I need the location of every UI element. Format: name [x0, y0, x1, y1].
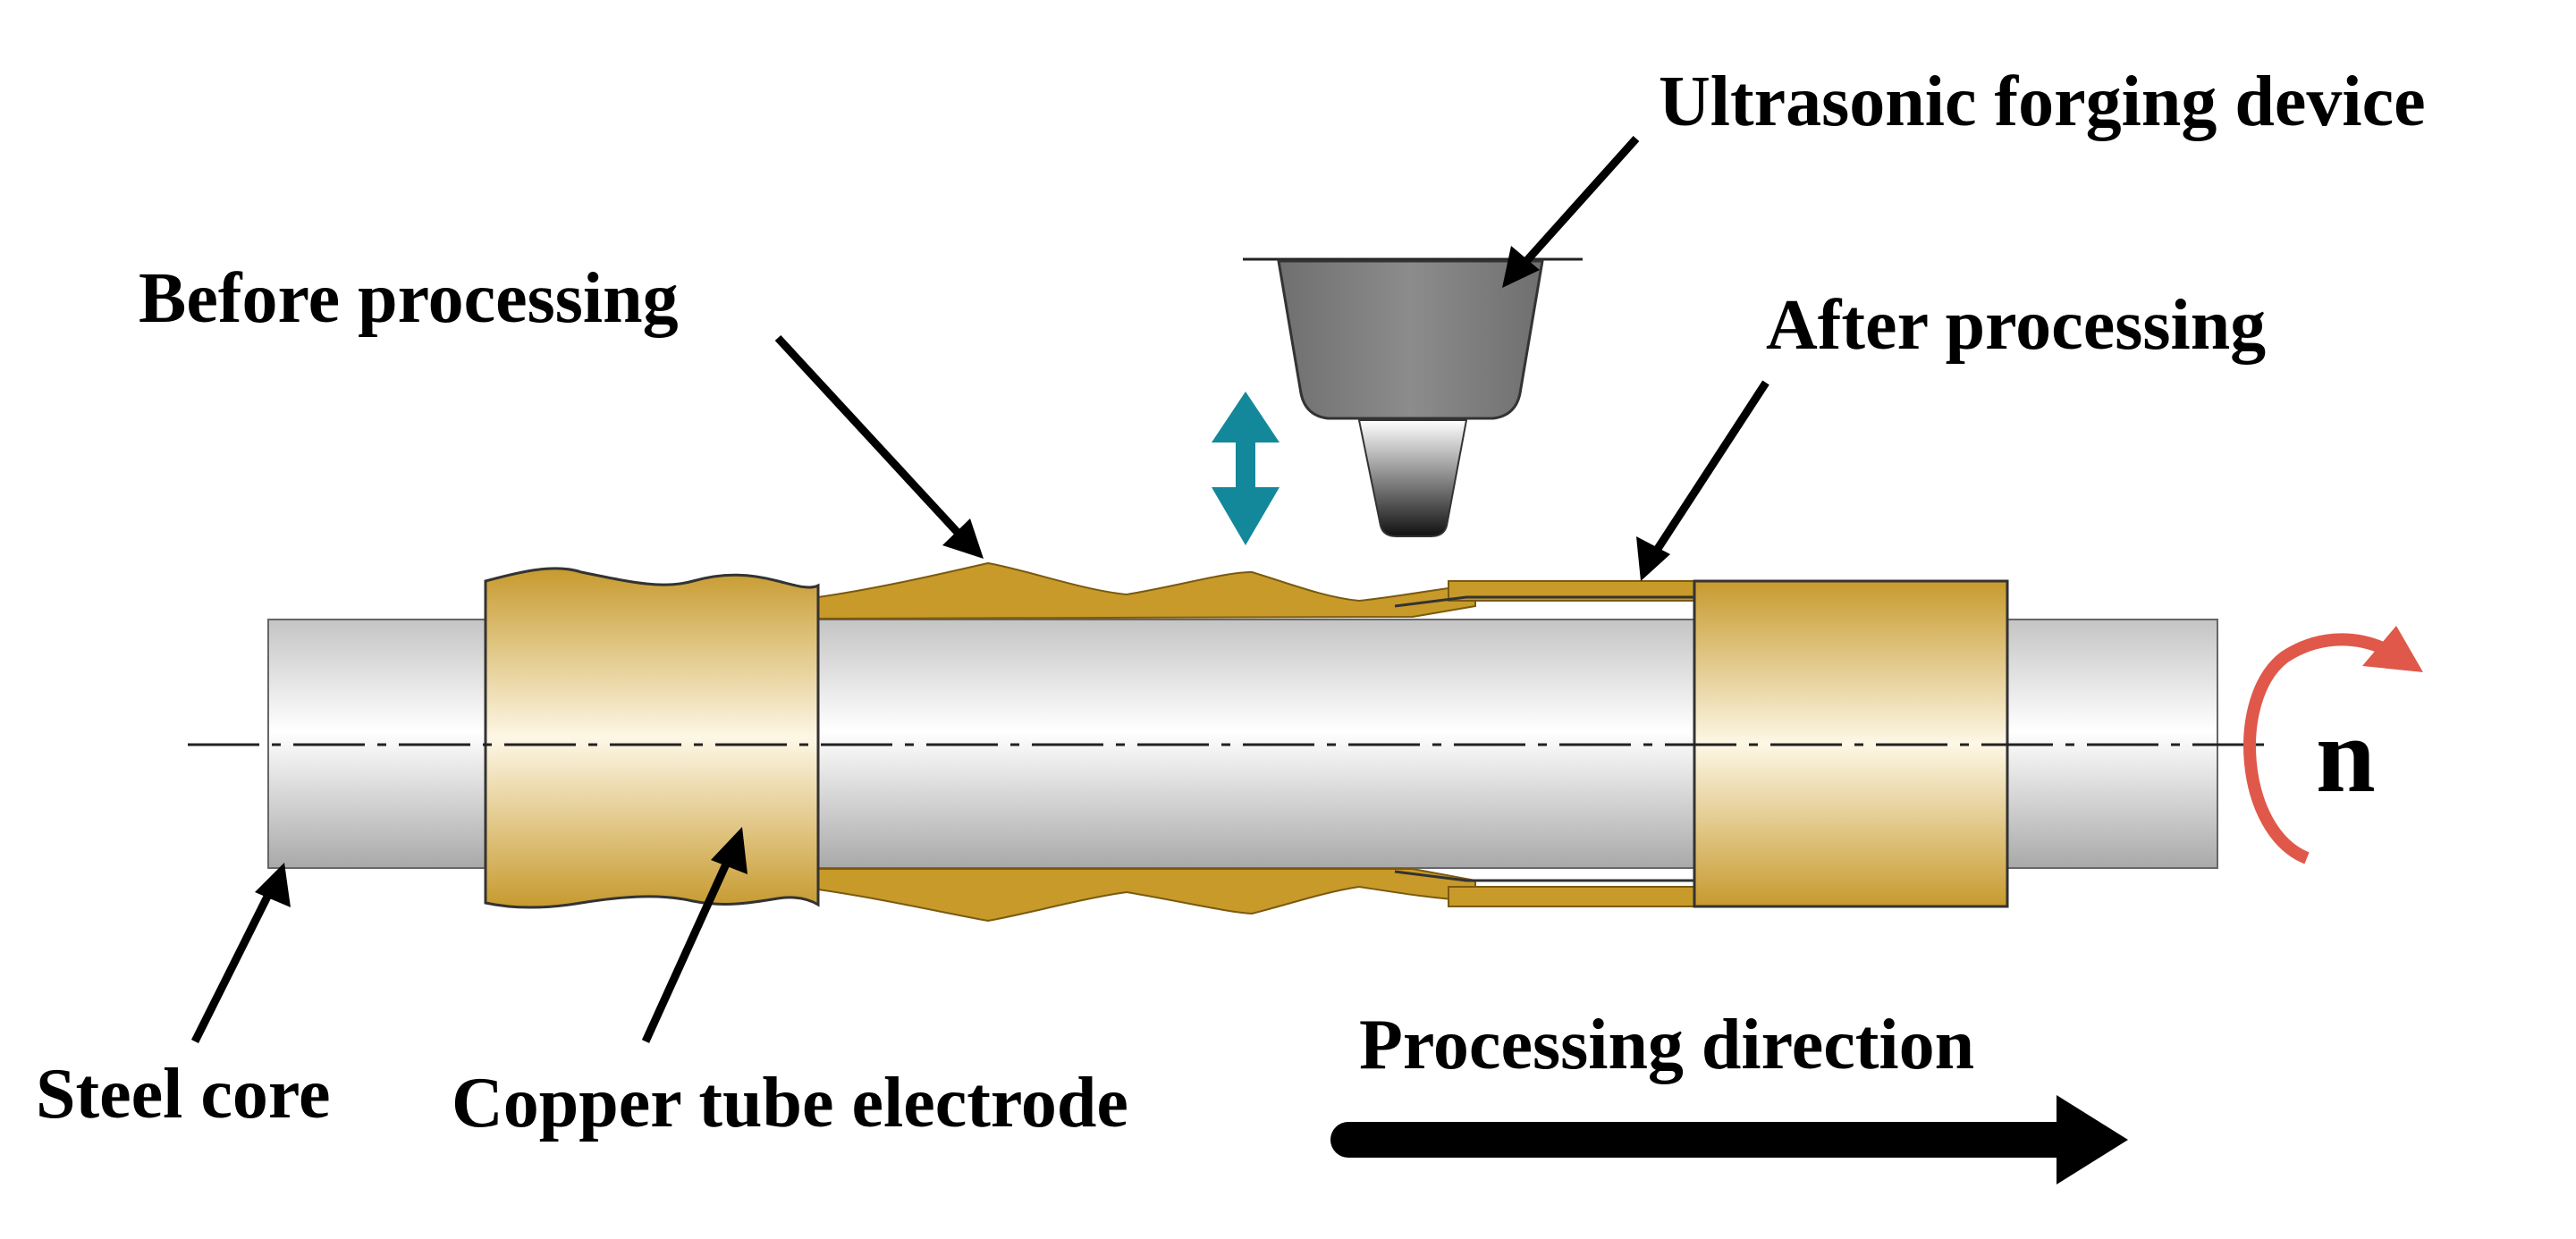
- leader-before: [774, 334, 965, 540]
- leader-device: [1516, 135, 1640, 272]
- leader-arrows: [190, 135, 1769, 1044]
- label-after-processing: After processing: [1766, 286, 2266, 365]
- copper-layer-before-top: [817, 561, 1476, 620]
- leader-before-head: [942, 518, 984, 559]
- leader-steel: [190, 887, 275, 1044]
- ultrasonic-horn: [1277, 259, 1544, 420]
- copper-layer-before-bottom: [817, 868, 1476, 923]
- peel-flap-bottom: [1394, 870, 1694, 882]
- leader-device-head: [1502, 246, 1540, 288]
- label-processing-direction: Processing direction: [1359, 1006, 1974, 1084]
- leader-copper-head: [711, 827, 747, 874]
- label-copper-tube-electrode: Copper tube electrode: [452, 1064, 1128, 1142]
- forging-tip: [1357, 419, 1468, 537]
- leader-steel-head: [255, 863, 291, 907]
- label-ultrasonic-forging-device: Ultrasonic forging device: [1659, 63, 2426, 141]
- leader-after-head: [1636, 536, 1670, 581]
- rotation-arrow: [2243, 633, 2386, 864]
- label-before-processing: Before processing: [139, 259, 679, 338]
- leader-after: [1651, 380, 1769, 557]
- rotation-arrowhead: [2362, 626, 2423, 672]
- processing-direction-arrow: [1330, 1095, 2128, 1184]
- copper-layer-after-bottom: [1448, 886, 1695, 907]
- copper-sleeve-left: [484, 567, 820, 909]
- label-steel-core: Steel core: [36, 1055, 330, 1134]
- leader-copper: [641, 856, 733, 1043]
- peel-flap-top: [1394, 595, 1694, 608]
- label-rotation-n: n: [2316, 695, 2376, 814]
- vibration-arrow: [1212, 392, 1280, 545]
